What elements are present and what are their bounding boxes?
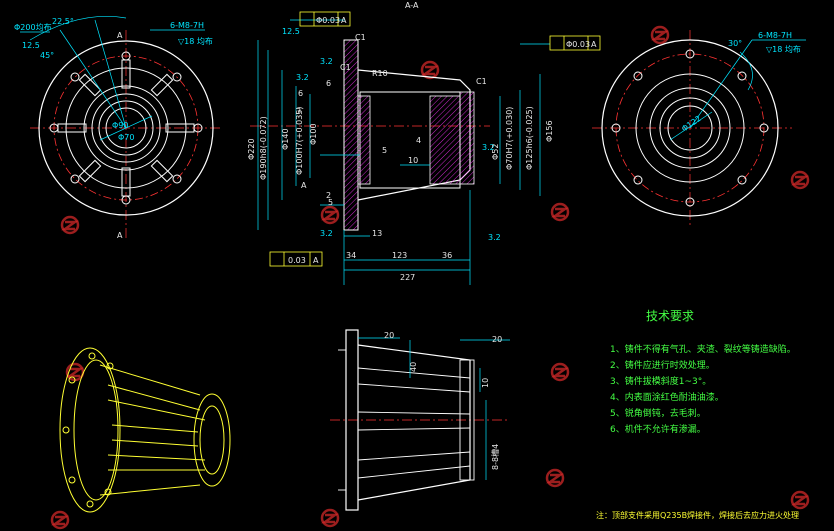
tech-requirements: 技术要求 1、铸件不得有气孔、夹渣、裂纹等铸造缺陷。 2、铸件应进行时效处理。 … [596,309,799,520]
pitch-dia: Φ200均布 [14,22,52,32]
dim-6a: 6 [298,89,303,98]
tech-title: 技术要求 [646,309,694,323]
dim-36: 36 [442,251,452,260]
lower-front-view: 20 20 40 10 8-8槽4 [330,329,510,511]
tech-item-2: 2、铸件应进行时效处理。 [610,359,715,371]
radius-r10: R10 [372,69,388,78]
cut-a-bottom: A [117,231,123,240]
lower-dim-40: 40 [409,362,418,372]
right-hole-note: 6-M8-7H [758,31,792,40]
rough-c: 3.2 [296,73,309,82]
left-flange-view: 22.5° 45° 12.5 Φ200均布 6-M8-7H ▽18 均布 Φ90… [14,15,222,240]
tol-right-ref: A [591,40,597,49]
flatness-ref: A [313,256,319,265]
dia-220: Φ220 [247,138,256,160]
lower-dim-20b: 20 [492,335,502,344]
tol-right: Φ0.03 [566,40,590,49]
center-dia2: Φ70 [118,133,134,142]
rough-12-5: 12.5 [22,41,40,50]
right-hole-note2: ▽18 均布 [766,44,801,54]
right-flange-view: 6-M8-7H ▽18 均布 30° Φ122 [592,30,806,228]
dim-3: 3 [296,107,301,116]
section-label: A-A [405,1,419,10]
dim-4: 4 [416,136,421,145]
right-center-dia: Φ122 [680,114,703,134]
rough-e: 3.2 [488,233,501,242]
dim-5b: 5 [328,198,333,207]
rough-b: 3.2 [320,57,333,66]
cut-a-top: A [117,31,123,40]
rough-a: 12.5 [282,27,300,36]
chamfer-c1b: C1 [340,63,351,72]
tech-item-5: 5、锐角倒钝，去毛刺。 [610,407,706,419]
dim-10: 10 [408,156,418,165]
tech-item-1: 1、铸件不得有气孔、夹渣、裂纹等铸造缺陷。 [610,343,796,355]
dim-13: 13 [372,229,382,238]
dia-140: Φ140 [281,128,290,150]
lower-dim-20a: 20 [384,331,394,340]
lower-slot: 8-8槽4 [490,444,500,470]
dia-70h: Φ70H7(+0.030) [505,107,514,170]
tech-item-3: 3、铸件拔模斜度1~3°。 [610,375,711,387]
center-dia1: Φ90 [112,121,128,130]
lower-dim-10: 10 [481,378,490,388]
tech-note: 注：顶部支件采用Q235B焊接件，焊接后去应力进火处理 [596,510,799,520]
chamfer-c1c: C1 [476,77,487,86]
right-angle: 30° [728,39,742,48]
angle-22-5: 22.5° [52,17,74,26]
tech-item-6: 6、机件不允许有渗漏。 [610,423,706,435]
hole-note: 6-M8-7H [170,21,204,30]
dim-227: 227 [400,273,415,282]
dim-5a: 5 [382,146,387,155]
tech-item-4: 4、内表面涂红色耐油油漆。 [610,391,724,403]
angle-45: 45° [40,51,54,60]
rough-d: 3.2 [482,143,495,152]
dim-34: 34 [346,251,356,260]
dia-100h: Φ100H7(+0.035) [295,106,304,175]
dim-123: 123 [392,251,407,260]
dia-190: Φ190h8(-0.072) [259,116,268,180]
cut-a-label: A [301,181,307,190]
rough-f: 3.2 [320,229,333,238]
dim-6b: 6 [326,79,331,88]
dim-2: 2 [326,191,331,200]
flatness: 0.03 [288,256,306,265]
dia-52: Φ52 [491,144,500,160]
dia-100: Φ100 [309,123,318,145]
hole-note2: ▽18 均布 [178,36,213,46]
dia-156: Φ156 [545,120,554,142]
chamfer-c1a: C1 [355,33,366,42]
tol-top: Φ0.03 [316,16,340,25]
isometric-view [59,347,231,513]
tol-top-ref: A [341,16,347,25]
section-view: A-A [247,1,601,285]
dia-125: Φ125h6(-0.025) [525,106,534,170]
